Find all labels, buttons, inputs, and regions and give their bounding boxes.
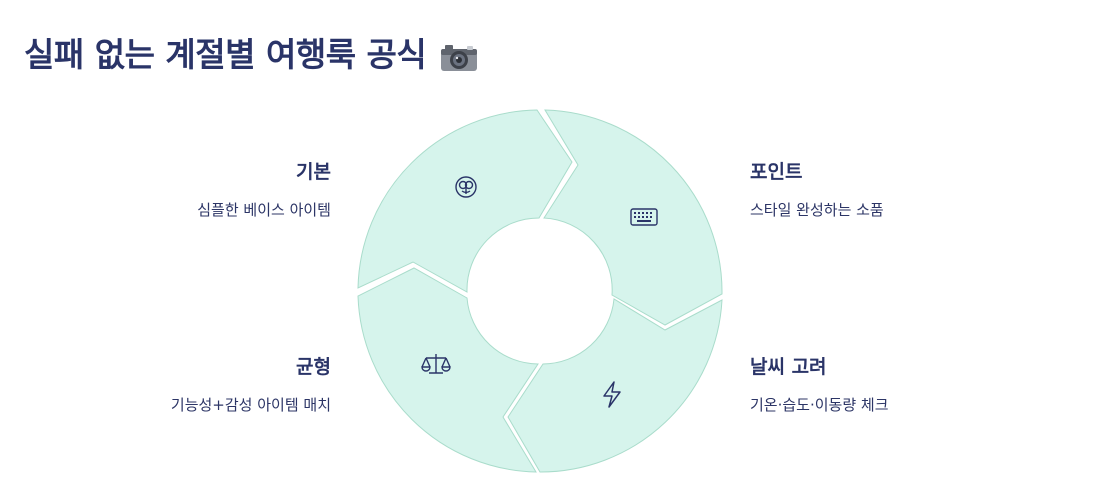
segment-weather (507, 298, 723, 473)
label-weather: 날씨 고려 기온·습도·이동량 체크 (750, 355, 889, 415)
label-balance-description: 기능성+감성 아이템 매치 (170, 396, 331, 414)
label-basic-description: 심플한 베이스 아이템 (197, 201, 331, 219)
lightning-icon (603, 381, 621, 408)
label-point-description: 스타일 완성하는 소품 (750, 201, 884, 219)
label-basic-heading: 기본 (296, 161, 331, 183)
label-basic: 기본 심플한 베이스 아이템 (197, 160, 331, 220)
segment-basic (357, 109, 573, 293)
title-text: 실패 없는 계절별 여행룩 공식 (24, 35, 427, 74)
flower-icon (455, 176, 477, 198)
label-weather-heading: 날씨 고려 (750, 356, 827, 378)
camera-icon (440, 41, 478, 71)
segment-point (543, 109, 723, 326)
label-point: 포인트 스타일 완성하는 소품 (750, 160, 884, 220)
label-balance: 균형 기능성+감성 아이템 매치 (171, 355, 331, 415)
page-title: 실패 없는 계절별 여행룩 공식 (24, 24, 478, 80)
keyboard-icon (630, 208, 658, 226)
label-balance-heading: 균형 (296, 356, 331, 378)
label-point-heading: 포인트 (750, 161, 803, 183)
scales-icon (421, 354, 451, 374)
label-weather-description: 기온·습도·이동량 체크 (750, 396, 889, 414)
